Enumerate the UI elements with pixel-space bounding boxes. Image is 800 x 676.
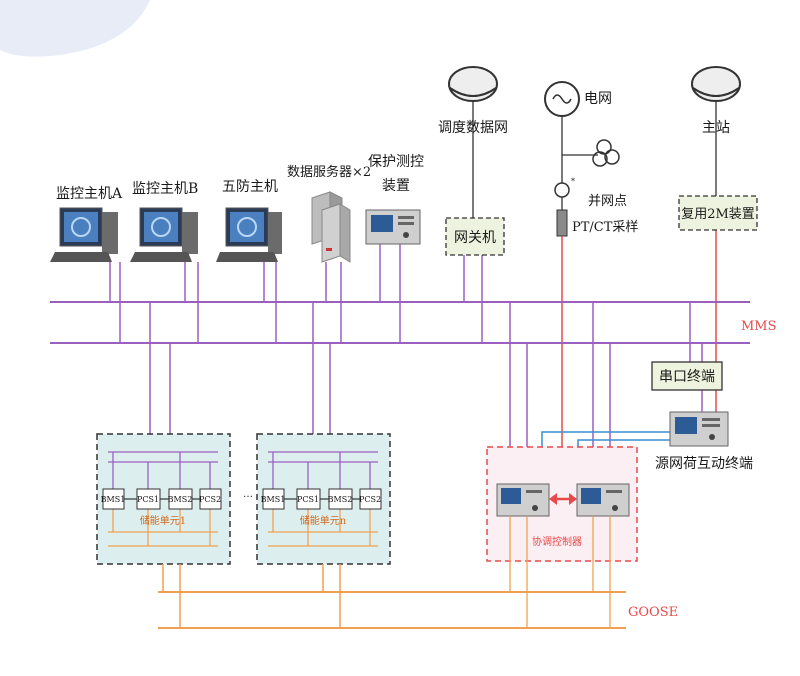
grid-source-icon [544,81,580,117]
protection-device-icon [365,209,421,245]
protect-label-line1: 保护测控 [368,154,424,170]
unit1-name: 储能单元1 [140,514,186,527]
unitn-module-bms1: BMS1 [261,495,286,504]
star-mark: * [571,177,575,186]
dispatch-net-label: 调度数据网 [438,120,508,136]
monitor-b-computer-icon [130,207,198,262]
protect-label-line2: 装置 [382,178,410,194]
serial-terminal-box [651,361,723,391]
storage-unit-1: BMS1 PCS1 BMS2 PCS2 储能单元1 [96,433,231,565]
coordinator-group: 协调控制器 [486,446,638,628]
coordinator-label: 协调控制器 [532,535,582,548]
gateway-label: 网关机 [454,230,496,246]
transformer-icon [592,139,620,167]
monitor-b-label: 监控主机B [132,181,198,197]
storage-unit-n: BMS1 PCS1 BMS2 PCS2 储能单元n [256,433,391,565]
monitor-a-computer-icon [50,207,118,262]
mms-bus [50,301,750,344]
grid-label: 电网 [584,91,612,107]
gateway-box [445,217,505,256]
mux-2m-box [678,195,758,231]
ptct-sampler-icon [556,209,568,237]
unitn-module-pcs2: PCS2 [359,495,381,504]
source-terminal-label: 源网荷互动终端 [655,456,753,472]
goose-unit-drops [162,564,341,628]
mms-unit-drops [149,302,611,484]
unitn-module-pcs1: PCS1 [297,495,319,504]
unit1-module-bms1: BMS1 [101,495,126,504]
grid-point-label: 并网点 [588,194,627,209]
source-terminal-device-icon [669,411,729,447]
breaker-icon [554,182,570,198]
data-server-icon [311,191,351,263]
monitor-a-label: 监控主机A [56,186,123,202]
corner-decoration [0,0,150,57]
ellipsis: … [243,489,253,500]
data-server-label: 数据服务器×2 [287,164,371,180]
serial-terminal-label: 串口终端 [659,369,715,385]
ptct-label: PT/CT采样 [572,220,638,235]
unitn-name: 储能单元n [300,514,347,527]
goose-label: GOOSE [628,605,678,620]
bidirectional-arrow-icon [549,493,577,505]
master-dish-icon [691,66,741,102]
master-station-label: 主站 [702,120,730,136]
unitn-module-bms2: BMS2 [328,495,353,504]
unit1-module-bms2: BMS2 [168,495,193,504]
unit1-module-pcs1: PCS1 [137,495,159,504]
wufang-computer-icon [216,207,282,262]
unit1-module-pcs2: PCS2 [199,495,221,504]
mux-2m-label: 复用2M装置 [681,207,755,222]
dispatch-dish-icon [448,66,498,102]
wufang-label: 五防主机 [222,179,278,195]
mms-label: MMS [741,319,777,334]
goose-bus [158,591,626,629]
